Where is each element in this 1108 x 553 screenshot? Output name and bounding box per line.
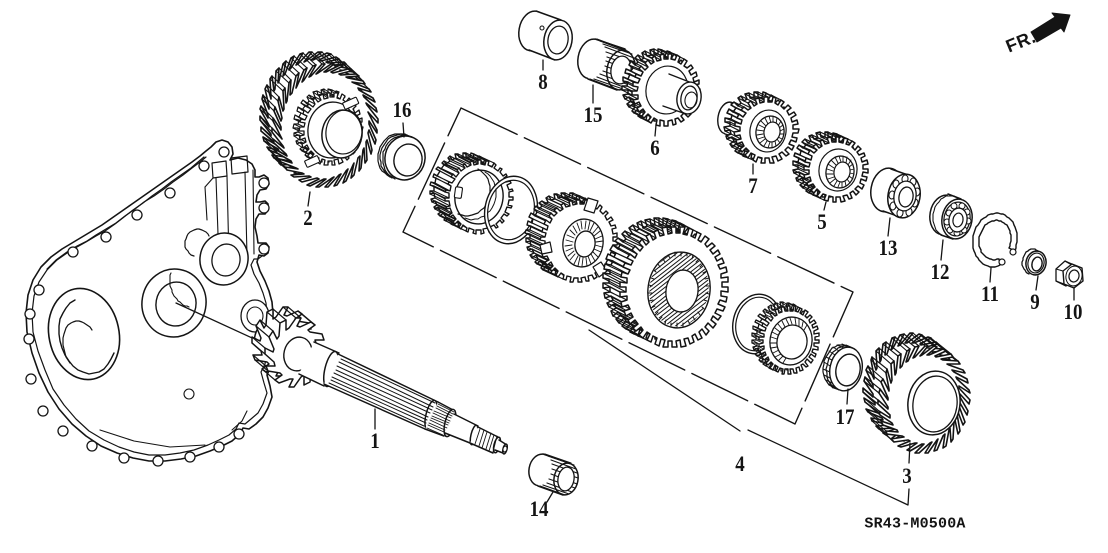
part-14-needle-bearing: [528, 453, 579, 496]
part-1-countershaft: [251, 306, 509, 455]
synchro-hub: [524, 192, 619, 283]
leader-lines: [307, 59, 1075, 506]
part-16-ring: [377, 133, 426, 181]
part-label-16: 16: [392, 97, 412, 122]
fr-direction-arrow: [1030, 12, 1071, 43]
part-label-17: 17: [835, 404, 855, 429]
part-2-gear: [259, 51, 379, 188]
part-label-15: 15: [583, 102, 603, 127]
part-13-bearing: [870, 167, 921, 219]
transmission-case: [23, 139, 289, 467]
part-code: SR43-M0500A: [864, 515, 966, 533]
part-7-gear: [717, 91, 800, 164]
synchro-sleeve: [429, 152, 514, 235]
part-label-10: 10: [1063, 299, 1083, 324]
group-4-box: [402, 107, 854, 425]
third-gear: [602, 217, 729, 348]
part-9-washer: [1021, 248, 1047, 276]
part-3-gear: [862, 332, 971, 454]
part-label-8: 8: [538, 69, 548, 94]
part-label-12: 12: [930, 259, 950, 284]
part-label-11: 11: [981, 281, 999, 306]
part-10-locknut: [1055, 260, 1084, 289]
part-5-gear: [792, 131, 869, 203]
part-label-13: 13: [878, 235, 898, 260]
part-label-2: 2: [303, 205, 313, 230]
part-12-bearing: [929, 193, 973, 240]
part-label-1: 1: [370, 428, 380, 453]
part-11-circlip: [972, 212, 1018, 268]
part-label-3: 3: [902, 463, 912, 488]
part-label-9: 9: [1030, 289, 1040, 314]
part-6-gear: [621, 48, 702, 127]
part-label-14: 14: [529, 496, 549, 521]
part-label-5: 5: [817, 209, 827, 234]
synchro-ring: [751, 301, 820, 375]
part-label-6: 6: [650, 135, 660, 160]
part-label-4: 4: [735, 451, 745, 476]
part-8-bushing: [518, 10, 573, 61]
part-17-ring: [822, 343, 864, 392]
part-label-7: 7: [748, 173, 758, 198]
